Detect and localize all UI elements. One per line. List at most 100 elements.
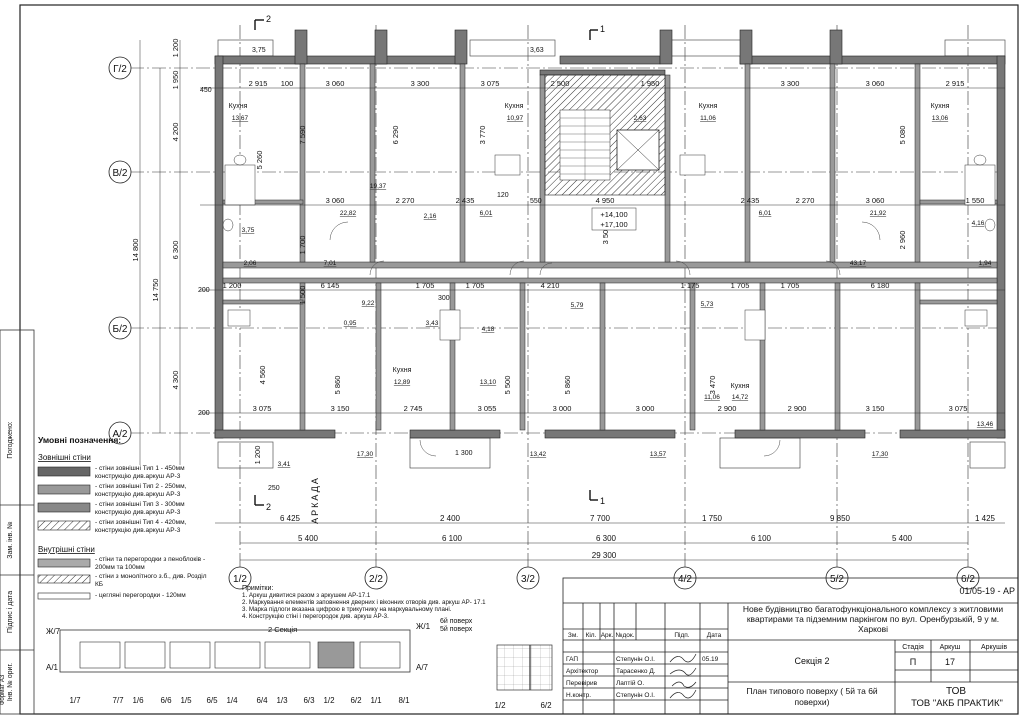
key-axis-bottom: 1/6	[132, 696, 144, 705]
dim-small: 200	[198, 410, 210, 417]
legend-swatches	[37, 466, 91, 600]
room-area: 9,22	[362, 300, 375, 307]
stair-core	[544, 74, 666, 196]
dim-small: 1 300	[455, 450, 473, 457]
key-axis-bottom: 6/3	[303, 696, 315, 705]
key-plan-section: 2 Секція	[268, 625, 297, 634]
key-plan	[59, 629, 411, 673]
dim-small: 120	[497, 192, 509, 199]
header-zm: Зм.	[568, 632, 578, 639]
header-kil: Кіл.	[586, 631, 597, 639]
dim-text: 3 060	[866, 196, 885, 205]
room-area: 13,57	[650, 451, 667, 458]
dim-text: 2 915	[946, 79, 965, 88]
dim-text: 6 100	[442, 534, 463, 543]
floor-note: 6й поверх 5й поверх	[440, 618, 473, 633]
dims-upper-inner: 3 060 2 270 2 435 4 950 2 435 2 270 3 06…	[326, 196, 985, 205]
dim-text: 9 850	[830, 514, 851, 523]
room-area: 12,89	[394, 379, 411, 386]
small-dims: 450 120 200 200 250 300 550 1 300 3,75 3…	[198, 47, 544, 492]
axis-label-3-2: 3/2	[521, 574, 535, 585]
room-kitchen-label: Кухня	[699, 103, 718, 110]
project-title: Нове будівництво багатофункціонального к…	[742, 604, 1004, 634]
elevation-1: +14,100	[600, 210, 627, 219]
legend-item: - стіни зовнішні Тип 3 - 300мм конструкц…	[95, 501, 185, 516]
dim-text: 5 400	[892, 534, 913, 543]
title-block-frame	[562, 577, 1019, 715]
room-area: 43,17	[850, 260, 867, 267]
key-axis-bottom: 6/6	[160, 696, 172, 705]
room-area: 4,18	[482, 326, 495, 333]
axis-markers: Г/2 В/2 Б/2 А/2 1/2 2/2 3/2 4/2 5/2 6/2	[108, 56, 980, 590]
room-area: 13,67	[232, 115, 249, 122]
dim-text: 3 060	[326, 79, 345, 88]
staff-role-0: ГАП	[566, 656, 578, 663]
room-area: 11,06	[700, 115, 716, 122]
watermark: АРКАДА	[310, 476, 320, 524]
side-stamp: Погоджено: Зам. інв. № Підпис і дата Інв…	[0, 329, 35, 715]
section-name: Секція 2	[795, 656, 830, 666]
sanitary-fixtures	[222, 154, 996, 341]
room-area: 3,41	[278, 461, 291, 468]
key-axis-zh7: Ж/7	[46, 627, 61, 636]
staff-role-1: Архітектор	[566, 667, 599, 675]
room-kitchen-label: Кухня	[931, 103, 950, 110]
dim-text: 14 800	[131, 239, 140, 262]
dim-text: 6 300	[171, 241, 180, 260]
room-area: 22,82	[340, 210, 357, 217]
dim-text: 1 425	[975, 514, 996, 523]
dim-text: 5 260	[255, 151, 264, 170]
sheet-title: План типового поверху ( 5й та 6й поверхи…	[746, 686, 878, 707]
side-replace: Зам. інв. №	[6, 521, 14, 558]
notes-title: Примітки:	[242, 584, 273, 592]
staff-role-3: Н.контр.	[566, 692, 591, 699]
dims-middle: 1 200 6 145 1 705 1 705 4 210 1 175 1 70…	[223, 281, 890, 290]
legend-external-title: Зовнішні стіни	[38, 453, 91, 462]
staff-name-1: Тарасенко Д.	[616, 668, 656, 675]
dim-text: 2 960	[898, 231, 907, 250]
room-area: 13,46	[977, 421, 994, 428]
dim-text: 1 750	[702, 514, 723, 523]
key-plan-axes-bottom: 1/7 7/7 1/6 6/6 1/5 6/5 1/4 6/4 1/3 6/3 …	[69, 696, 410, 705]
key-axis-a7: А/7	[416, 663, 429, 672]
side-agreed: Погоджено:	[7, 421, 14, 458]
elevation-2: +17,100	[600, 220, 627, 229]
dim-small: 250	[268, 485, 280, 492]
dim-text: 5 500	[503, 376, 512, 395]
dim-small: 300	[438, 295, 450, 302]
staff-date-0: 05.19	[702, 656, 719, 663]
staff-name-2: Лаптій О.	[616, 679, 644, 687]
dims-vertical: 7 590 6 290 3 770 1 700 1 500 4 560 5 86…	[258, 126, 907, 395]
dim-text: 1 700	[298, 236, 307, 255]
note-item: 3. Марка підлоги вказана цифрою в трикут…	[242, 606, 452, 613]
room-area: 7,01	[324, 260, 337, 267]
dim-text: 6 180	[871, 281, 890, 290]
axis-label-v2: В/2	[112, 168, 127, 179]
header-stage: Стадія	[902, 643, 924, 651]
room-areas: 13,67 10,97 11,06 13,06 19,37 22,82 2,16…	[232, 115, 994, 468]
dim-text: 1 950	[641, 79, 660, 88]
dim-text: 6 145	[321, 281, 340, 290]
room-area: 2,16	[424, 213, 437, 220]
legend-title: Умовні позначення:	[38, 435, 121, 445]
room-area: 13,42	[530, 451, 547, 458]
entrance-porch	[409, 437, 801, 469]
room-area: 21,92	[870, 210, 887, 217]
axis-label-b2: Б/2	[113, 324, 128, 335]
room-area: 6,01	[480, 210, 493, 217]
signatures	[669, 653, 697, 699]
room-area: 3,43	[426, 320, 439, 327]
dim-text: 1 550	[966, 196, 985, 205]
dim-small: 200	[198, 287, 210, 294]
room-kitchen-label: Кухня	[393, 367, 412, 374]
door-swings	[329, 221, 881, 457]
dim-small: 550	[530, 198, 542, 205]
dim-text: 5 080	[898, 126, 907, 145]
header-pidp: Підп.	[674, 631, 689, 639]
dim-text: 1 200	[253, 446, 262, 465]
room-area: 17,30	[872, 451, 889, 458]
section-cut-1-top: 1	[600, 24, 605, 34]
side-sign-date: Підпис і дата	[6, 591, 14, 633]
key-axis-bottom: 1/1	[370, 696, 382, 705]
